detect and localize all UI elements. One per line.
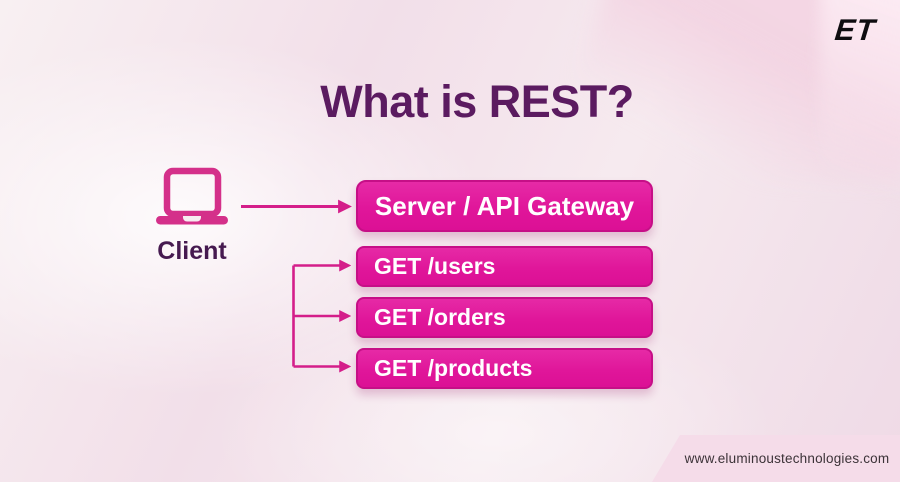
endpoint-box-products: GET /products <box>356 348 653 389</box>
endpoint-box-users: GET /users <box>356 246 653 287</box>
laptop-icon <box>156 167 228 225</box>
title-highlight: REST? <box>488 76 635 127</box>
website-band: www.eluminoustechnologies.com <box>652 435 900 482</box>
endpoint-box-orders: GET /orders <box>356 297 653 338</box>
client-label: Client <box>157 237 227 265</box>
server-box: Server / API Gateway <box>356 180 653 232</box>
website-url: www.eluminoustechnologies.com <box>684 451 890 466</box>
page-title: What is REST? <box>320 76 634 128</box>
title-prefix: What is <box>320 76 489 127</box>
